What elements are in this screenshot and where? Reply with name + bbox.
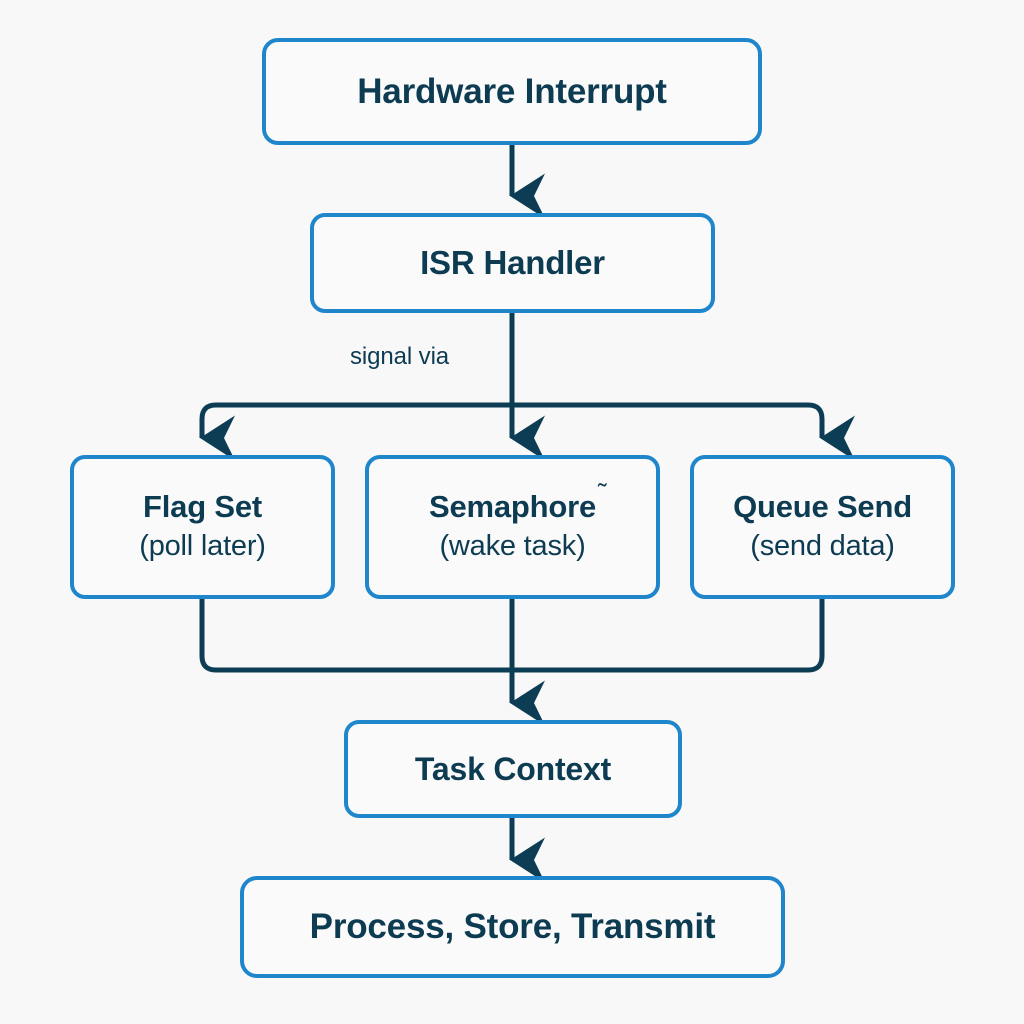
node-hardware-interrupt-title: Hardware Interrupt [357, 71, 667, 111]
node-flag-set-subtitle: (poll later) [139, 530, 266, 562]
node-task-context[interactable]: Task Context [344, 720, 682, 818]
node-hardware-interrupt[interactable]: Hardware Interrupt [262, 38, 762, 145]
node-isr-handler-title: ISR Handler [420, 244, 605, 281]
edge-flag-set-to-merge-bus [199, 599, 825, 673]
node-semaphore-title: Semaphore [428, 489, 597, 524]
node-process-store-transmit[interactable]: Process, Store, Transmit [240, 876, 785, 978]
edge-fanout-bus [199, 402, 825, 437]
node-queue-send-title: Queue Send [733, 489, 912, 524]
node-process-store-transmit-title: Process, Store, Transmit [309, 907, 716, 946]
node-task-context-title: Task Context [414, 750, 612, 787]
node-queue-send-subtitle: (send data) [750, 530, 895, 562]
node-isr-handler[interactable]: ISR Handler [310, 213, 715, 313]
node-flag-set[interactable]: Flag Set (poll later) [70, 455, 335, 599]
node-semaphore[interactable]: Semaphore (wake task) [365, 455, 660, 599]
edge-label-signal-via: signal via [350, 343, 450, 370]
node-queue-send[interactable]: Queue Send (send data) [690, 455, 955, 599]
node-flag-set-title: Flag Set [143, 489, 262, 524]
node-semaphore-subtitle: (wake task) [439, 530, 586, 562]
